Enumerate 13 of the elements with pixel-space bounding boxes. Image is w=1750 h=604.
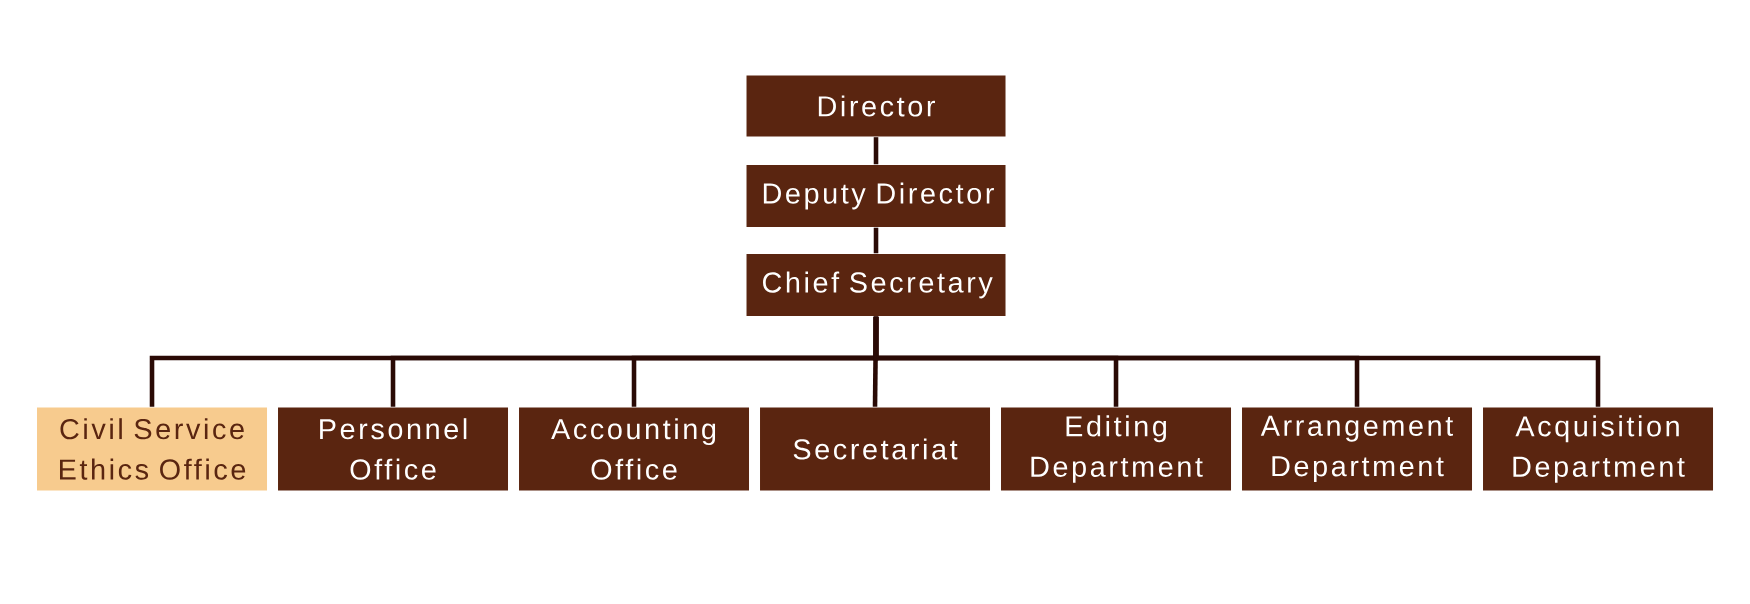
- connector-line: [873, 137, 879, 165]
- org-box: Personnel Office: [278, 407, 508, 491]
- org-box: Secretariat: [760, 407, 990, 491]
- org-box: Acquisition Department: [1483, 407, 1713, 491]
- connector-line: [873, 227, 879, 254]
- connector-line: [873, 316, 1601, 407]
- org-box: Arrangement Department: [1242, 407, 1472, 491]
- org-box: Editing Department: [1001, 407, 1231, 491]
- highlighted-org-box: Civil Service Ethics Office: [37, 407, 267, 491]
- org-box: Accounting Office: [519, 407, 749, 491]
- org-box: Director: [746, 75, 1006, 137]
- org-box: Chief Secretary: [746, 254, 1006, 316]
- org-box: Deputy Director: [746, 165, 1006, 227]
